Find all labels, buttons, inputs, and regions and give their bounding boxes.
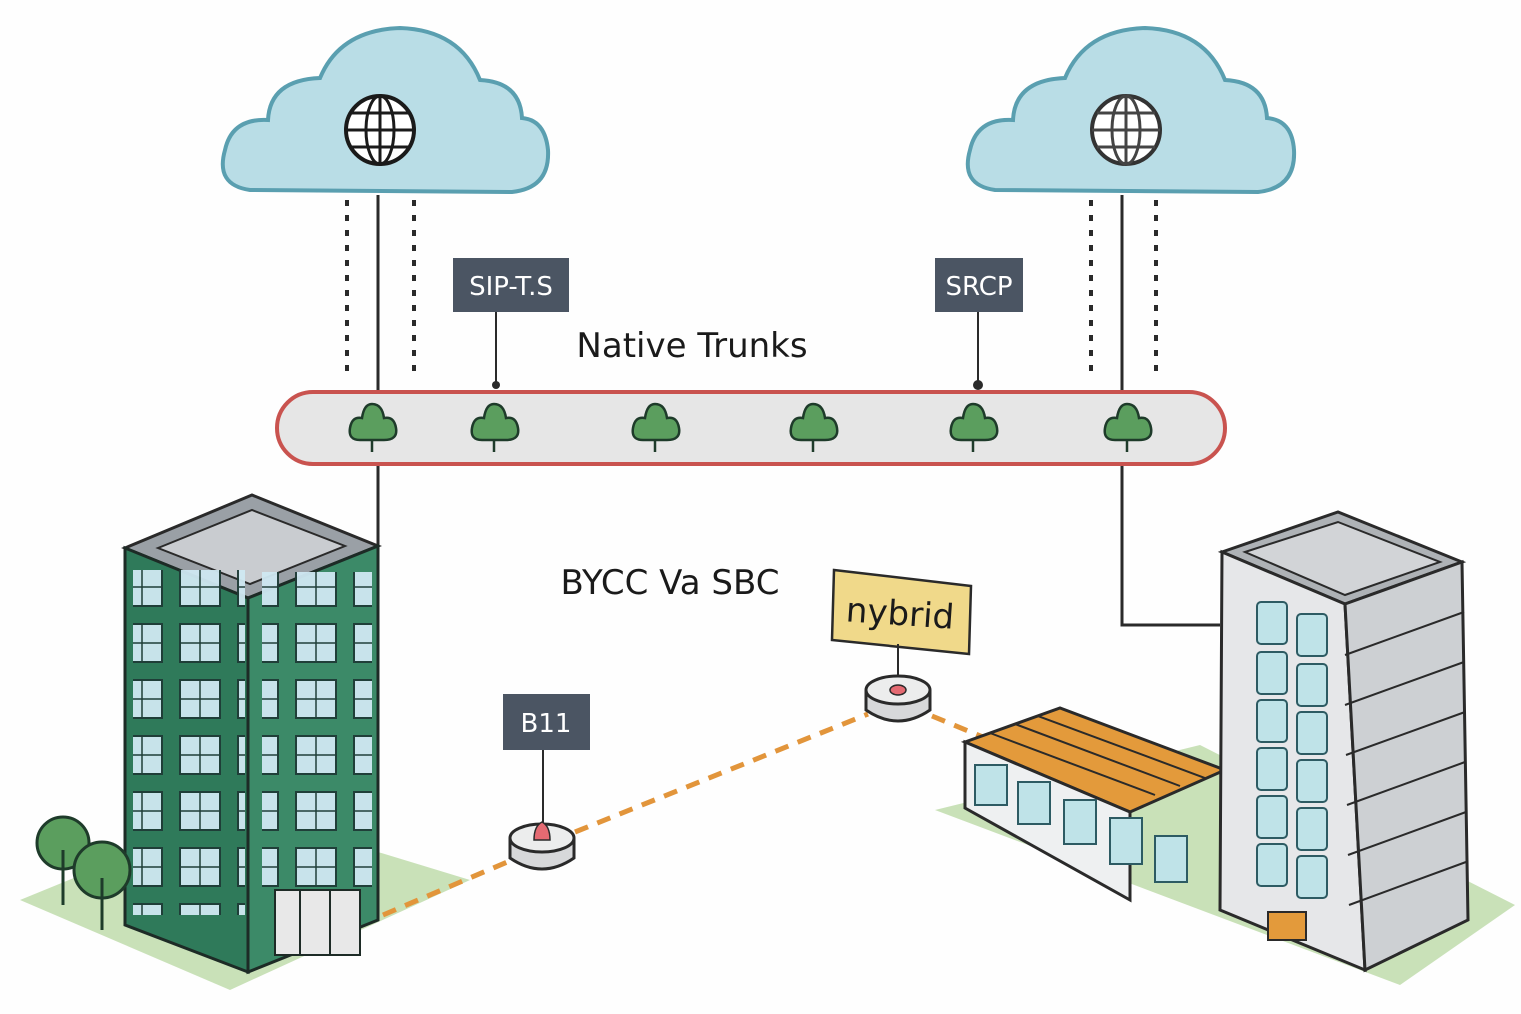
tree-icon	[1103, 402, 1153, 452]
cloud-left	[220, 25, 551, 195]
middle-caption: BYCC Va SBC	[561, 563, 780, 603]
tag-srcp-label: SRCP	[945, 272, 1012, 302]
tree-icon	[35, 815, 132, 930]
sbc-link	[382, 711, 991, 918]
tree-icon	[789, 402, 839, 452]
globe-icon	[1090, 94, 1162, 166]
tree-icon	[631, 402, 681, 452]
tree-icon	[470, 402, 520, 452]
tree-icon	[949, 402, 999, 452]
native-trunk-bar	[275, 390, 1227, 466]
device-node-icon	[508, 821, 576, 871]
tag-b11-label: B11	[521, 709, 572, 739]
office-building-right	[1217, 510, 1470, 973]
tag-sip-ts-label: SIP-T.S	[469, 272, 553, 302]
tag-srcp: SRCP	[935, 258, 1023, 312]
tree-icon	[348, 402, 398, 452]
trunk-trees	[348, 402, 1153, 452]
office-building-left	[121, 493, 383, 975]
tag-b11: B11	[503, 694, 590, 750]
trunk-title: Native Trunks	[576, 326, 807, 366]
warehouse-right	[960, 706, 1229, 903]
cloud-right	[965, 25, 1297, 195]
device-node-icon	[864, 674, 932, 723]
tag-hybrid-label: nybrid	[845, 590, 956, 637]
globe-icon	[344, 94, 416, 166]
tag-sip-ts: SIP-T.S	[453, 258, 569, 312]
tag-hybrid: nybrid	[830, 568, 973, 656]
cloud-connections	[345, 195, 1220, 627]
